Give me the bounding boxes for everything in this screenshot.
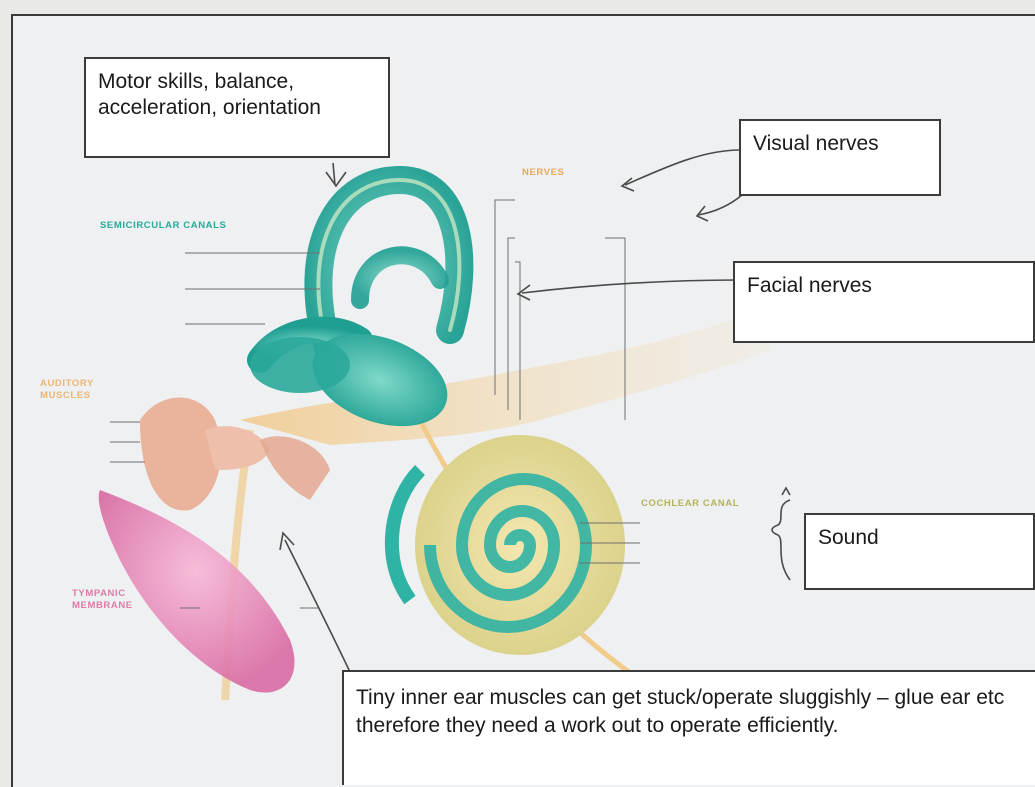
tympanic-membrane [99, 490, 295, 693]
label-tympanic: TYMPANIC [72, 588, 126, 599]
callout-motor-text: Motor skills, balance, acceleration, ori… [98, 70, 321, 119]
callout-facial-text: Facial nerves [747, 274, 872, 297]
label-auditory: AUDITORY [40, 378, 94, 389]
sound-brace [772, 500, 790, 580]
label-membrane: MEMBRANE [72, 600, 133, 611]
label-cochlear-canal: COCHLEAR CANAL [641, 498, 739, 509]
callout-visual-text: Visual nerves [753, 132, 879, 155]
cochlea [392, 435, 625, 655]
label-semicircular-canals: SEMICIRCULAR CANALS [100, 220, 226, 231]
callout-muscles-text: Tiny inner ear muscles can get stuck/ope… [356, 686, 1004, 737]
label-muscles: MUSCLES [40, 390, 91, 401]
arrow-facial [518, 280, 738, 300]
callout-sound-text: Sound [818, 526, 879, 549]
callout-motor-skills: Motor skills, balance, acceleration, ori… [84, 57, 390, 158]
arrow-motor [326, 163, 346, 186]
callout-facial-nerves: Facial nerves [733, 261, 1035, 343]
arrow-visual-1 [622, 150, 740, 191]
arrow-visual-2 [697, 195, 742, 221]
label-nerves: NERVES [522, 167, 565, 178]
callout-visual-nerves: Visual nerves [739, 119, 941, 196]
callout-inner-ear-muscles: Tiny inner ear muscles can get stuck/ope… [342, 670, 1035, 785]
semicircular-canals [260, 180, 459, 360]
callout-sound: Sound [804, 513, 1035, 590]
